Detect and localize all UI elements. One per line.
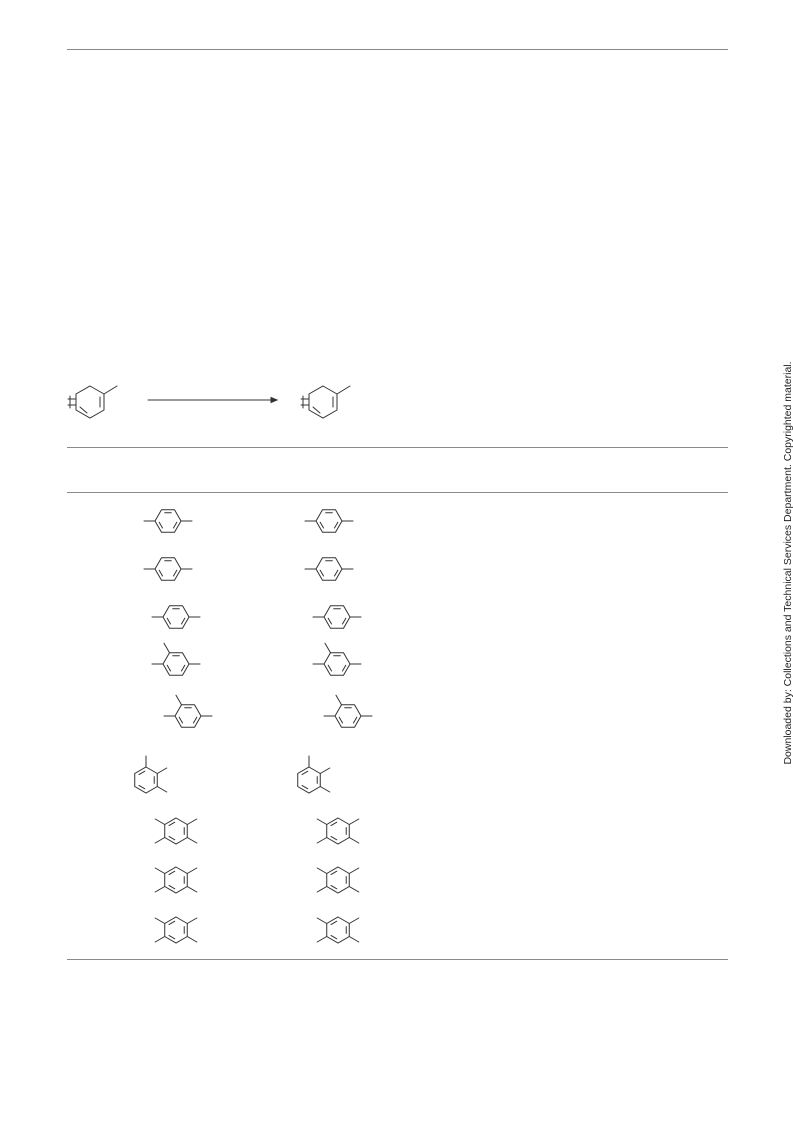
top-rule: [67, 49, 728, 50]
methyl-bond: [348, 818, 360, 825]
methyl-bond: [163, 642, 170, 654]
methyl-bond: [316, 886, 328, 893]
product-structure-5: [323, 694, 373, 728]
table-top-rule: [67, 447, 728, 448]
methyl-bond: [335, 694, 342, 706]
methyl-bond: [186, 837, 198, 844]
methyl-bond: [186, 917, 198, 924]
product-structure-4: [312, 642, 362, 676]
substrate-structure-2: [143, 557, 193, 581]
table-bottom-rule: [67, 959, 728, 960]
methyl-bond: [154, 936, 166, 943]
product-structure-2: [304, 557, 354, 581]
substrate-structure-3: [151, 605, 201, 629]
methyl-bond: [316, 867, 328, 874]
methyl-bond: [316, 936, 328, 943]
methyl-bond: [316, 917, 328, 924]
methyl-bond: [154, 818, 166, 825]
reaction-scheme: [67, 385, 351, 419]
methyl-bond: [154, 867, 166, 874]
substrate-structure-7: [154, 817, 198, 845]
methyl-bond: [156, 786, 168, 793]
product-structure-8: [316, 866, 360, 894]
product-structure-9: [316, 916, 360, 944]
substrate-structure-6: [134, 755, 168, 794]
methyl-bond: [319, 767, 331, 774]
substrate-structure-1: [143, 509, 193, 533]
methyl-bond: [186, 936, 198, 943]
methyl-bond: [154, 837, 166, 844]
substrate-structure-8: [154, 866, 198, 894]
methyl-bond: [186, 867, 198, 874]
methyl-bond: [154, 917, 166, 924]
methyl-bond: [186, 886, 198, 893]
methyl-bond: [324, 642, 331, 654]
product-structure: [300, 385, 351, 419]
methyl-bond: [154, 886, 166, 893]
methyl-bond: [175, 694, 182, 706]
download-watermark: Downloaded by: Collections and Technical…: [782, 361, 793, 765]
product-structure-7: [316, 817, 360, 845]
methyl-bond: [348, 936, 360, 943]
substrate-structure-9: [154, 916, 198, 944]
methyl-bond: [348, 886, 360, 893]
table-header-rule: [67, 492, 728, 493]
product-structure-1: [304, 509, 354, 533]
methyl-bond: [156, 767, 168, 774]
methyl-bond: [348, 917, 360, 924]
product-structure-3: [312, 605, 362, 629]
methyl-bond: [186, 818, 198, 825]
substrate-structure-4: [151, 642, 201, 676]
methyl-bond: [348, 867, 360, 874]
product-structure-6: [297, 755, 331, 794]
substrate-structure-5: [163, 694, 213, 728]
reactant-structure: [67, 385, 118, 419]
methyl-bond: [316, 818, 328, 825]
methyl-bond: [348, 837, 360, 844]
methyl-bond: [319, 786, 331, 793]
methyl-bond: [316, 837, 328, 844]
reaction-arrow: [147, 396, 279, 404]
